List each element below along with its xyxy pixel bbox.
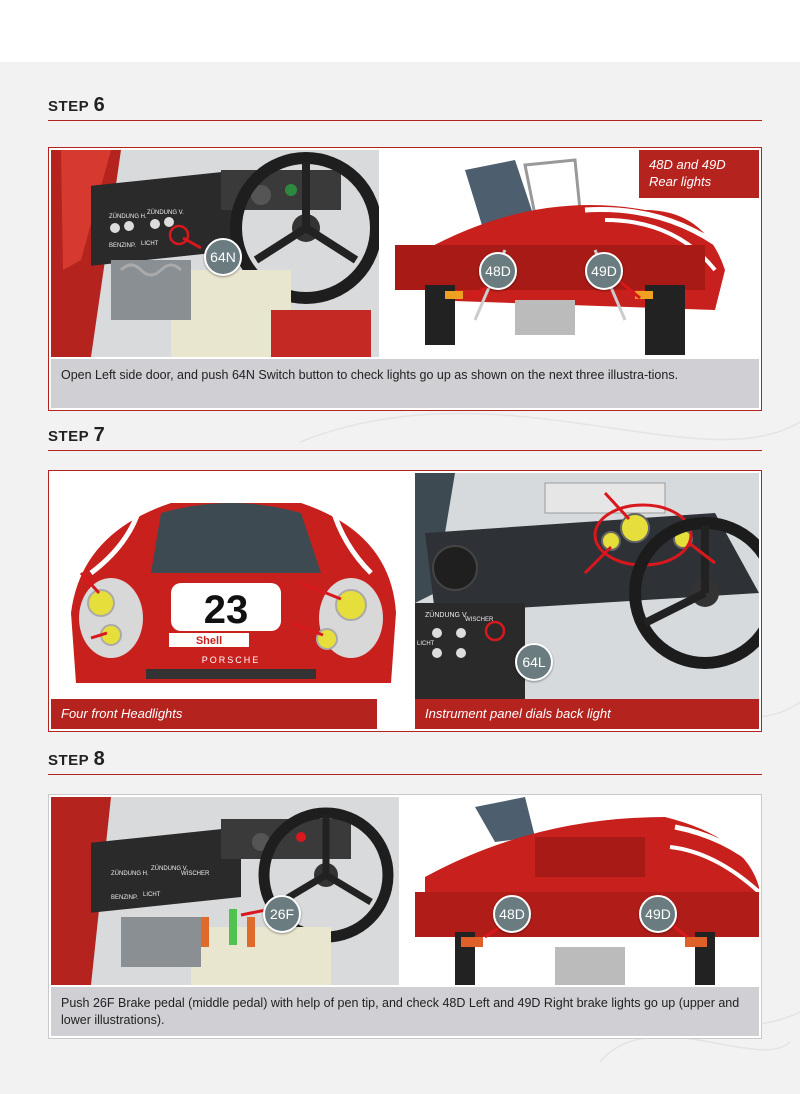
rear-lights-label: 48D and 49D Rear lights (639, 150, 759, 198)
step-number: 7 (93, 424, 105, 446)
step-8-panel: ZÜNDUNG H. ZÜNDUNG V. BENZINP. LICHT WIS… (48, 794, 762, 1039)
dash-label-wischer: WISCHER (465, 617, 494, 623)
step-8-instructions: Push 26F Brake pedal (middle pedal) with… (51, 987, 759, 1036)
callout-49d: 49D (585, 252, 623, 290)
step-number: 6 (93, 94, 105, 116)
step-word: STEP (48, 98, 90, 115)
step-word: STEP (48, 752, 90, 769)
step-7-panel: 23 Shell PORSCHE Four front Headlights (48, 470, 762, 732)
instrument-panel-photo: ZÜNDUNG V. WISCHER LICHT 64L (415, 473, 759, 699)
front-headlights-photo: 23 Shell PORSCHE (51, 473, 409, 699)
callout-48d: 48D (479, 252, 517, 290)
dash-label-zundung-v: ZÜNDUNG V. (151, 865, 188, 872)
step-6-instructions: Open Left side door, and push 64N Switch… (51, 359, 759, 408)
cockpit-switch-photo: ZÜNDUNG H. ZÜNDUNG V. BENZINP. LICHT 64N (51, 150, 379, 357)
callout-64n: 64N (204, 238, 242, 276)
dash-label-licht: LICHT (141, 241, 159, 247)
callout-64l: 64L (515, 643, 553, 681)
brand-decal: PORSCHE (202, 655, 261, 665)
sponsor-decal: Shell (196, 635, 222, 647)
callout-49d: 49D (639, 895, 677, 933)
front-headlights-label: Four front Headlights (51, 699, 377, 729)
callout-48d: 48D (493, 895, 531, 933)
step-6-heading: STEP 6 (48, 94, 762, 121)
dash-label-zundung-h: ZÜNDUNG H. (111, 870, 149, 877)
brake-pedal-photo: ZÜNDUNG H. ZÜNDUNG V. BENZINP. LICHT WIS… (51, 797, 399, 985)
dash-label-zundung-v: ZÜNDUNG V. (147, 209, 184, 216)
step-number: 8 (93, 748, 105, 770)
instrument-panel-label: Instrument panel dials back light (415, 699, 759, 729)
step-8-heading: STEP 8 (48, 748, 762, 775)
brake-lights-photo: 48D 49D (415, 797, 759, 985)
car-number: 23 (204, 588, 249, 632)
step-word: STEP (48, 428, 90, 445)
dash-label-licht: LICHT (417, 641, 435, 647)
callout-26f: 26F (263, 895, 301, 933)
step-6-panel: ZÜNDUNG H. ZÜNDUNG V. BENZINP. LICHT 64N (48, 147, 762, 411)
dash-label-licht: LICHT (143, 892, 161, 898)
dash-label-wischer: WISCHER (181, 871, 210, 877)
step-7-heading: STEP 7 (48, 424, 762, 451)
dash-label-benzinp: BENZINP. (109, 243, 136, 249)
dash-label-benzinp: BENZINP. (111, 895, 138, 901)
dash-label-zundung-h: ZÜNDUNG H. (109, 213, 147, 220)
dash-label-zundung-v: ZÜNDUNG V. (425, 611, 468, 619)
page-top-margin (0, 0, 800, 62)
